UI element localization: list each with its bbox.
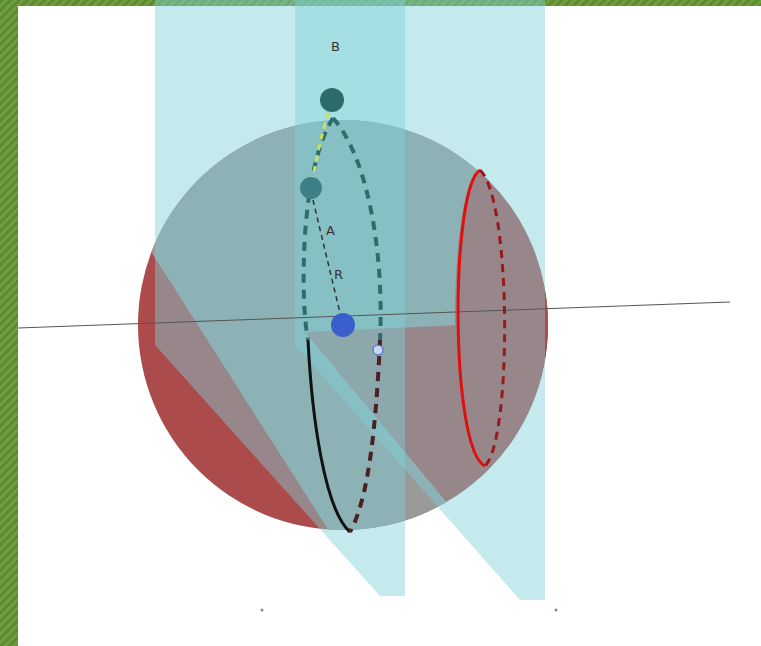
- mark: [261, 609, 264, 612]
- point-label: B: [331, 40, 340, 53]
- frame-border: [0, 0, 18, 646]
- great-circle: [350, 340, 380, 532]
- mark: [555, 609, 558, 612]
- axis-line: [18, 302, 730, 328]
- great-circle: [333, 118, 381, 340]
- point-b: [320, 88, 344, 112]
- radius-line: [313, 200, 340, 313]
- great-circle: [308, 340, 350, 532]
- small-circle: [458, 170, 485, 466]
- point: [373, 345, 383, 355]
- point-label: R: [334, 268, 343, 281]
- center-point: [331, 313, 355, 337]
- point-a: [300, 177, 322, 199]
- small-circle: [480, 170, 505, 466]
- arc-segment: [311, 102, 332, 188]
- plane: [295, 0, 545, 600]
- point-label: A: [326, 224, 335, 237]
